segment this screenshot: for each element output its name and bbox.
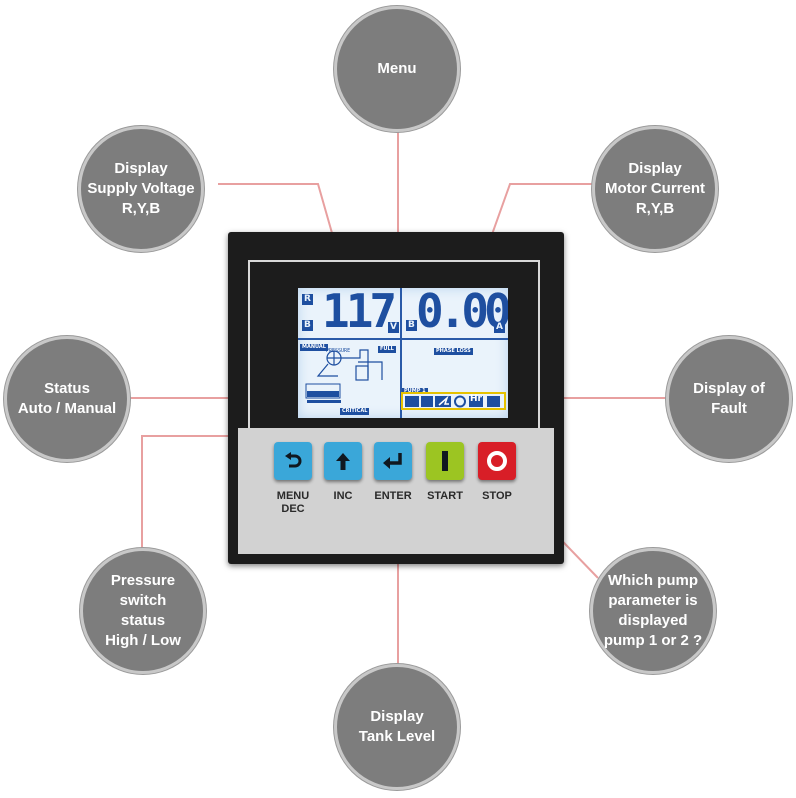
callout-pump-parameter: Which pump parameter is displayed pump 1… [590, 548, 716, 674]
tank-level-tag: CRITICAL [340, 408, 370, 415]
callout-tank-level: Display Tank Level [334, 664, 460, 790]
battery-icon [487, 396, 500, 407]
up-arrow-icon [336, 453, 350, 470]
controller-panel: R B 117 V B 0.00 A MANUAL PRESSURE FULL … [228, 232, 564, 564]
callout-pressure-switch: Pressure switch status High / Low [80, 548, 206, 674]
inc-label: INC [333, 490, 353, 502]
current-readout: 0.00 [416, 288, 508, 338]
pump-schematic-icon [305, 349, 383, 403]
hour-label: Hr [470, 394, 482, 404]
pump-number-tag: PUMP 1 [402, 388, 428, 395]
menu-dec-label: MENU DEC [276, 490, 310, 515]
pump-2-icon [421, 396, 433, 407]
mode-manual-tag: MANUAL [300, 344, 328, 351]
callout-supply-voltage: Display Supply Voltage R,Y,B [78, 126, 204, 252]
hour-icon [469, 396, 483, 407]
enter-arrow-icon [383, 453, 402, 469]
phase-indicator-r: R [302, 294, 313, 305]
stop-label: STOP [482, 490, 512, 502]
current-unit: A [494, 322, 505, 333]
tank-full-tag: FULL [378, 346, 396, 353]
phase-indicator-b-left: B [302, 320, 313, 331]
callout-menu: Menu [334, 6, 460, 132]
pressure-label: PRESSURE [326, 348, 351, 354]
stop-button[interactable] [478, 442, 516, 480]
lcd-display: R B 117 V B 0.00 A MANUAL PRESSURE FULL … [298, 288, 508, 418]
voltage-unit: V [388, 322, 399, 333]
start-label: START [427, 490, 463, 502]
enter-label: ENTER [374, 490, 412, 502]
callout-motor-current: Display Motor Current R,Y,B [592, 126, 718, 252]
timer-icon [454, 395, 466, 408]
enter-button[interactable] [374, 442, 412, 480]
start-button[interactable] [426, 442, 464, 480]
stop-ring-icon [487, 451, 507, 471]
start-bar-icon [442, 451, 448, 471]
keypad: MENU DEC INC ENTER START STOP [238, 428, 554, 554]
callout-fault: Display of Fault [666, 336, 792, 462]
back-arrow-icon [285, 452, 302, 468]
pump-status-icon-row: Hr [401, 392, 506, 410]
callout-status: Status Auto / Manual [4, 336, 130, 462]
menu-dec-button[interactable] [274, 442, 312, 480]
lcd-divider-vertical [400, 288, 402, 418]
phase-loss-tag: PHASE LOSS [434, 348, 473, 355]
phase-indicator-b-right: B [406, 320, 417, 331]
inc-button[interactable] [324, 442, 362, 480]
voltage-readout: 117 [322, 288, 397, 338]
pump-1-icon [405, 396, 419, 407]
lcd-divider-horizontal [298, 338, 508, 340]
